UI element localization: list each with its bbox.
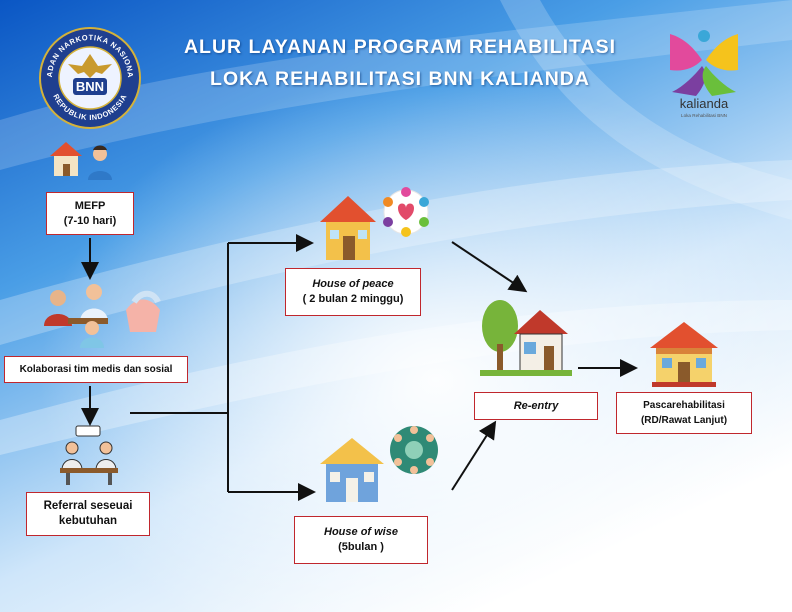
mefp-duration: (7-10 hari): [63, 214, 117, 227]
kalianda-logo: kalianda Loka Rehabilitasi BNN: [670, 30, 738, 118]
house-of-wise-duration: (5bulan ): [338, 541, 384, 553]
arrow-peace-to-reentry: [451, 241, 528, 293]
mefp-title: MEFP: [74, 199, 106, 212]
referral-box: Referral seseuai kebutuhan: [26, 492, 150, 536]
title-line-2: LOKA REHABILITASI BNN KALIANDA: [210, 68, 590, 90]
house-of-peace-title: House of peace: [312, 278, 394, 290]
kalianda-tagline: Loka Rehabilitasi BNN: [681, 113, 727, 118]
pasca-title: Pascarehabilitasi: [643, 400, 725, 411]
reentry-box: Re-entry: [474, 392, 598, 420]
pasca-box: Pascarehabilitasi (RD/Rawat Lanjut): [616, 392, 752, 434]
kalianda-name: kalianda: [680, 96, 729, 111]
referral-line-1: Referral seseuai: [43, 500, 133, 512]
pasca-subtitle: (RD/Rawat Lanjut): [640, 415, 728, 426]
bnn-center-text: BNN: [76, 79, 104, 94]
house-of-wise-icon: [320, 426, 438, 502]
garuda-icon: [68, 54, 112, 78]
house-of-peace-icon: [320, 187, 429, 260]
house-person-icon: [50, 142, 112, 180]
title-line-1: ALUR LAYANAN PROGRAM REHABILITASI: [183, 36, 617, 58]
mefp-box: MEFP (7-10 hari): [46, 192, 134, 235]
house-of-peace-duration: ( 2 bulan 2 minggu): [302, 293, 404, 305]
reentry-house-icon: [480, 300, 572, 376]
pasca-house-icon: [650, 322, 718, 387]
house-of-peace-box: House of peace ( 2 bulan 2 minggu): [285, 268, 421, 316]
reentry-label: Re-entry: [513, 399, 559, 412]
house-of-wise-title: House of wise: [324, 526, 398, 538]
kolaborasi-box: Kolaborasi tim medis dan sosial: [4, 356, 188, 383]
arrow-wise-to-reentry: [451, 420, 497, 491]
consultation-icon: [60, 425, 118, 485]
bnn-logo: BADAN NARKOTIKA NASIONAL REPUBLIK INDONE…: [38, 26, 141, 129]
kolaborasi-label: Kolaborasi tim medis dan sosial: [19, 364, 173, 375]
medical-team-icon: [44, 284, 161, 348]
house-of-wise-box: House of wise (5bulan ): [294, 516, 428, 564]
referral-line-2: kebutuhan: [58, 515, 118, 527]
